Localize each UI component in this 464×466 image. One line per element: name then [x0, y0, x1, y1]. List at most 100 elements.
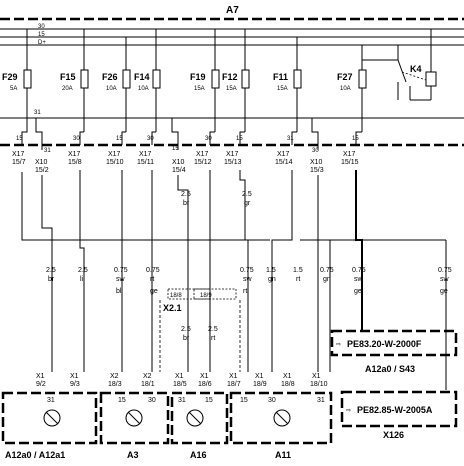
wire-color: gr [244, 200, 251, 207]
svg-text:15/11: 15/11 [137, 159, 154, 166]
svg-text:18/3: 18/3 [108, 381, 122, 388]
wire-color: br [183, 335, 190, 342]
wire-color: br [48, 276, 55, 283]
bottom-connectors: X1 9/2 X1 9/3 X2 18/3 X2 18/1 X1 18/5 X1… [36, 373, 328, 388]
wire-color: gn [323, 276, 331, 283]
wire-color: rt [296, 276, 300, 283]
wire-color: gn [268, 276, 276, 283]
terminal-label: 30 [73, 136, 80, 142]
svg-text:15/8: 15/8 [68, 159, 82, 166]
terminal-label: 15 [172, 146, 179, 152]
svg-text:X17: X17 [108, 151, 121, 158]
wire-size: 0.75 [438, 267, 452, 274]
svg-text:18/5: 18/5 [173, 381, 187, 388]
terminal-label: 15 [116, 136, 123, 142]
terminal-label: 31 [44, 148, 51, 154]
svg-text:X17: X17 [139, 151, 152, 158]
wire-color: sw [354, 276, 364, 283]
connector-X17-15-11: X17 15/11 [137, 151, 154, 166]
fuse-name: F29 [2, 72, 18, 82]
lamp-icon [273, 409, 291, 427]
wire-size: 1.5 [266, 267, 276, 274]
svg-text:X10: X10 [35, 159, 48, 166]
wire-size: 0.75 [320, 267, 334, 274]
connector-X17-15-12: X17 15/12 [194, 151, 212, 166]
x21-name: X2.1 [163, 303, 182, 313]
svg-text:15/7: 15/7 [12, 159, 26, 166]
svg-text:18/6: 18/6 [198, 381, 212, 388]
component-label: A3 [127, 450, 139, 460]
terminal-label: 30 [268, 397, 276, 404]
wire-size: 2.5 [242, 191, 252, 198]
component-box-A11: 15 30 31 A11 [229, 391, 333, 460]
svg-text:X1: X1 [36, 373, 45, 380]
top-connectors: X17 15/7 X10 15/2 X17 15/8 X17 15/10 X17… [12, 151, 359, 174]
fuse-name: F14 [134, 72, 150, 82]
svg-text:15/2: 15/2 [35, 167, 49, 174]
wire-runs [21, 170, 447, 390]
relay-coil [425, 71, 437, 87]
fuse-rating: 5A [10, 86, 17, 92]
terminal-label: 31 [47, 397, 55, 404]
component-label-X126: X126 [383, 430, 404, 440]
fuse-rating: 15A [226, 86, 237, 92]
x21-wire-labels: 2.5 br 2.5 rt [181, 326, 218, 342]
svg-text:18/8: 18/8 [281, 381, 295, 388]
connector-X17-15-8: X17 15/8 [68, 151, 82, 166]
terminal-label: 15 [16, 136, 23, 142]
fuse-F14: F14 10A [134, 29, 161, 132]
wire-color: ge [354, 288, 362, 295]
fuse-rating: 10A [106, 86, 117, 92]
connector-X10-15-2: X10 15/2 [35, 159, 49, 174]
svg-text:X1: X1 [255, 373, 264, 380]
fuse-F19: F19 15A [190, 29, 220, 132]
terminal-label: 31 [178, 397, 186, 404]
wire-color: bl [116, 288, 122, 295]
fuse-body [211, 69, 220, 89]
wire-size: 2.5 [208, 326, 218, 333]
svg-text:9/3: 9/3 [70, 381, 80, 388]
reference-label: PE83.20-W-2000F [347, 339, 422, 349]
terminal-label: 30 [312, 148, 319, 154]
bus-label-15: 15 [38, 32, 45, 38]
fuse-body [122, 69, 131, 89]
lamp-icon [43, 409, 61, 427]
reference-label: PE82.85-W-2005A [357, 405, 433, 415]
wire-size: 2.5 [181, 326, 191, 333]
bus-label-31: 31 [34, 110, 41, 116]
svg-text:9/2: 9/2 [36, 381, 46, 388]
terminal-label: 31 [317, 397, 325, 404]
svg-text:X1: X1 [70, 373, 79, 380]
connector-X2-1: 18/8 18/9 X2.1 [163, 288, 237, 313]
connector-X17-15-10: X17 15/10 [106, 151, 124, 166]
terminal-label: 15 [205, 397, 213, 404]
fuse-F26: F26 10A [102, 37, 131, 132]
svg-text:18/7: 18/7 [227, 381, 241, 388]
lower-wire-labels: 2.5 br 2.5 li 0.75 sw bl 0.75 rt ge 0.75… [46, 267, 452, 295]
x21-pin-b: 18/9 [200, 293, 212, 299]
fuse-F15: F15 20A [60, 29, 89, 132]
reference-box-PE83[interactable]: ⇨ PE83.20-W-2000F [330, 329, 458, 357]
svg-text:X1: X1 [312, 373, 321, 380]
wire-color: ge [150, 288, 158, 295]
fuse-name: F12 [222, 72, 238, 82]
fuse-name: F26 [102, 72, 118, 82]
fuse-body [23, 69, 32, 89]
wire-size: 0.75 [114, 267, 128, 274]
svg-text:15/13: 15/13 [224, 159, 242, 166]
component-box-A16: 31 15 A16 [170, 391, 229, 460]
terminal-label: 15 [118, 397, 126, 404]
wire-size: 0.75 [352, 267, 366, 274]
terminal-label: 15 [240, 397, 248, 404]
reference-arrow-icon: ⇨ [336, 342, 341, 348]
reference-box-X126[interactable]: ⇨ PE82.85-W-2005A [340, 390, 458, 428]
wire-size: 0.75 [146, 267, 160, 274]
svg-text:X17: X17 [343, 151, 356, 158]
terminal-label: 30 [205, 136, 212, 142]
lamp-icon [125, 409, 143, 427]
wire-color: rt [243, 288, 247, 295]
svg-text:X1: X1 [283, 373, 292, 380]
wire-size: 0.75 [240, 267, 254, 274]
svg-text:18/9: 18/9 [253, 381, 267, 388]
